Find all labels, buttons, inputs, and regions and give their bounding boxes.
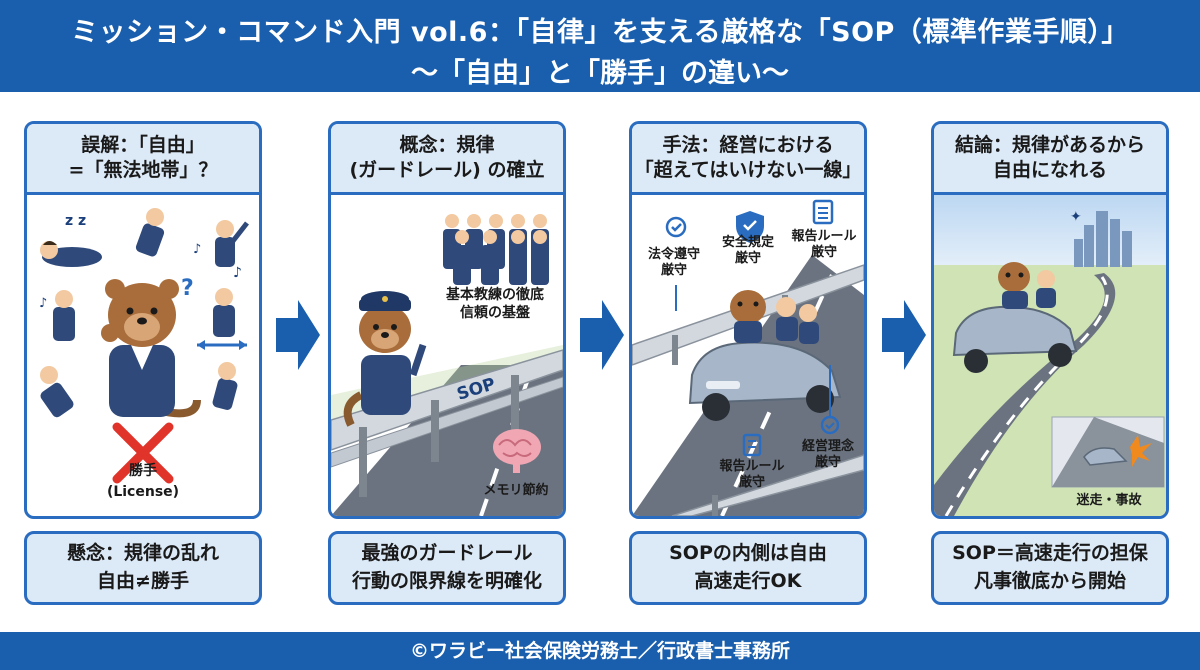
caption-line1: 最強のガードレール bbox=[361, 542, 533, 565]
quokka-mascot-icon bbox=[101, 279, 201, 418]
caption-box: 最強のガードレール 行動の限界線を明確化 bbox=[328, 531, 566, 605]
svg-text:♪: ♪ bbox=[39, 296, 47, 311]
shield-icon bbox=[736, 211, 764, 243]
sleeping-employee-icon bbox=[40, 241, 102, 267]
confused-employee-icon bbox=[213, 288, 235, 337]
panel-title-line1: 手法：経営における bbox=[662, 134, 834, 157]
panel-concept: 概念：規律 (ガードレール) の確立 SOP bbox=[328, 121, 566, 519]
svg-text:♪: ♪ bbox=[233, 265, 242, 281]
header-banner: ミッション・コマンド入門 vol.6：「自律」を支える厳格な「SOP（標準作業手… bbox=[0, 0, 1200, 92]
page-title: ミッション・コマンド入門 vol.6：「自律」を支える厳格な「SOP（標準作業手… bbox=[71, 17, 1129, 48]
svg-text:?: ? bbox=[181, 276, 194, 301]
compliance-check-icon bbox=[665, 216, 687, 311]
arrow-right-icon bbox=[276, 300, 320, 370]
quokka-officer-icon bbox=[343, 291, 427, 427]
caption-box: SOP＝高速走行の担保 凡事徹底から開始 bbox=[931, 531, 1169, 605]
copyright-text: ©ワラビー社会保険労務士／行政書士事務所 bbox=[409, 640, 790, 662]
caption-line1: SOP＝高速走行の担保 bbox=[952, 542, 1148, 565]
brain-icon bbox=[493, 429, 541, 473]
falling-employee-icon bbox=[135, 208, 165, 257]
caption-box: SOPの内側は自由 高速走行OK bbox=[629, 531, 867, 605]
caption-line1: SOPの内側は自由 bbox=[669, 542, 827, 565]
svg-text:♪: ♪ bbox=[193, 242, 201, 257]
panel-illustration: z z ♪ ♪ ♪ bbox=[27, 195, 259, 516]
panel-title-line1: 結論：規律があるから bbox=[954, 134, 1145, 157]
caption-line2: 行動の限界線を明確化 bbox=[351, 570, 542, 592]
report-rules-label: 報告ルール厳守 bbox=[791, 229, 857, 261]
panel-header: 誤解：「自由」 =「無法地帯」？ bbox=[27, 124, 259, 195]
panel-title-line1: 誤解：「自由」 bbox=[81, 134, 205, 157]
report-rules-label-2: 報告ルール厳守 bbox=[719, 459, 785, 491]
passenger-icon bbox=[1036, 270, 1056, 308]
panel-illustration: 法令遵守厳守 安全規定厳守 報告ルール厳守 報告ルール厳守 経営理念厳守 bbox=[632, 195, 864, 516]
page-subtitle: 〜「自由」と「勝手」の違い〜 bbox=[411, 58, 789, 89]
memory-saving-label: メモリ節約 bbox=[483, 483, 549, 498]
panel-conclusion: 結論：規律があるから 自由になれる ✦ bbox=[931, 121, 1169, 519]
caption-line2: 高速走行OK bbox=[694, 570, 802, 592]
guardrail-icon bbox=[331, 349, 563, 497]
running-employee-icon bbox=[212, 362, 238, 410]
panel-header: 手法：経営における 「超えてはいけない一線」 bbox=[632, 124, 864, 195]
tumbling-employee-icon bbox=[40, 366, 74, 418]
panel-illustration: SOP bbox=[331, 195, 563, 516]
panel-title-line2: (ガードレール) の確立 bbox=[349, 159, 545, 181]
panel-illustration: ✦ bbox=[934, 195, 1166, 516]
license-label-en: (License) bbox=[106, 484, 180, 500]
safety-rules-label: 安全規定厳守 bbox=[721, 235, 774, 267]
crash-inset-icon bbox=[1051, 416, 1165, 488]
arrow-right-icon bbox=[580, 300, 624, 370]
quokka-driver-icon bbox=[730, 290, 766, 343]
convertible-car-icon bbox=[952, 305, 1078, 373]
caption-box: 懸念：規律の乱れ 自由≠勝手 bbox=[24, 531, 262, 605]
employee-icon bbox=[53, 290, 75, 341]
report-document-icon bbox=[742, 433, 762, 457]
panel-title-line2: 「超えてはいけない一線」 bbox=[634, 159, 862, 181]
training-label: 基本教練の徹底 信頼の基盤 bbox=[446, 287, 544, 321]
philosophy-label: 経営理念厳守 bbox=[801, 439, 854, 471]
dancing-employee-icon bbox=[215, 220, 249, 267]
license-label: 勝手 bbox=[129, 463, 157, 479]
panel-header: 概念：規律 (ガードレール) の確立 bbox=[331, 124, 563, 195]
panel-title-line2: =「無法地帯」？ bbox=[68, 159, 218, 181]
guardrail-lower-icon bbox=[671, 454, 864, 516]
quokka-driver-icon bbox=[998, 262, 1030, 309]
crash-label: 迷走・事故 bbox=[1076, 493, 1142, 508]
caption-line2: 凡事徹底から開始 bbox=[973, 570, 1126, 592]
soldiers-saluting-icon bbox=[443, 214, 549, 285]
panel-method: 手法：経営における 「超えてはいけない一線」 bbox=[629, 121, 867, 519]
panel-title-line2: 自由になれる bbox=[992, 159, 1107, 181]
panel-misconception: 誤解：「自由」 =「無法地帯」？ z z ♪ ♪ bbox=[24, 121, 262, 519]
footer-bar: ©ワラビー社会保険労務士／行政書士事務所 bbox=[0, 632, 1200, 670]
caption-line2: 自由≠勝手 bbox=[97, 570, 189, 592]
svg-text:z z: z z bbox=[65, 213, 86, 229]
document-icon bbox=[812, 199, 834, 225]
caption-line1: 懸念：規律の乱れ bbox=[66, 542, 219, 565]
prohibited-x-icon bbox=[112, 422, 174, 484]
svg-text:✦: ✦ bbox=[1070, 209, 1082, 225]
passengers-icon bbox=[776, 297, 819, 344]
city-skyline-icon bbox=[1074, 211, 1132, 267]
panel-title-line1: 概念：規律 bbox=[399, 134, 495, 157]
law-compliance-label: 法令遵守厳守 bbox=[647, 247, 700, 279]
arrow-right-icon bbox=[882, 300, 926, 370]
hands-heart-icon bbox=[820, 365, 840, 435]
panel-header: 結論：規律があるから 自由になれる bbox=[934, 124, 1166, 195]
